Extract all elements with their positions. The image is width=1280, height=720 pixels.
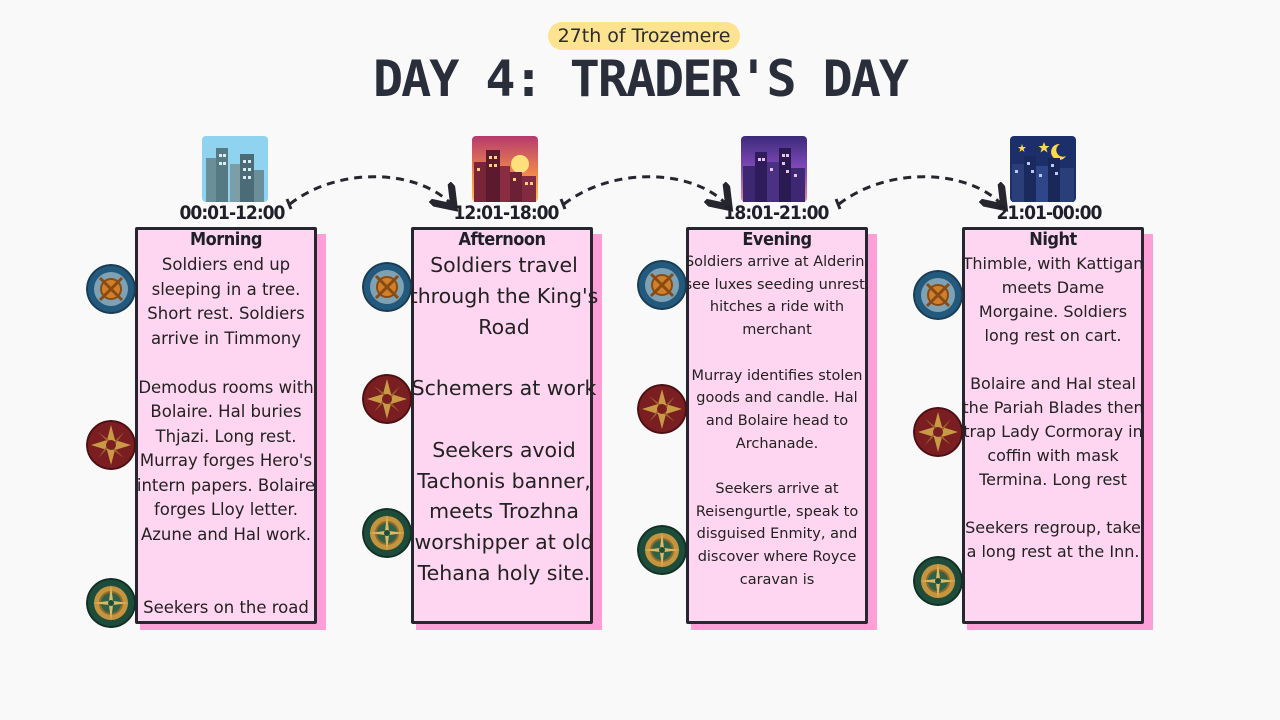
card-evening bbox=[686, 227, 868, 624]
card-text-night: Thimble, with Kattigan meets Dame Morgai… bbox=[962, 254, 1144, 561]
card-title-morning: Morning bbox=[190, 229, 262, 250]
sunset-city-icon bbox=[472, 136, 538, 202]
blue-shield-emblem-icon bbox=[913, 270, 963, 320]
card-text-morning: Soldiers end up sleeping in a tree. Shor… bbox=[136, 255, 316, 617]
card-morning bbox=[135, 227, 317, 624]
day-city-icon bbox=[202, 136, 268, 202]
card-afternoon bbox=[411, 227, 593, 624]
night-city-icon bbox=[1010, 136, 1076, 202]
card-text-afternoon: Soldiers travel through the King's Road … bbox=[409, 253, 599, 585]
green-compass-emblem-icon bbox=[913, 556, 963, 606]
red-sun-emblem-icon bbox=[637, 384, 687, 434]
green-compass-emblem-icon bbox=[637, 525, 687, 575]
blue-shield-emblem-icon bbox=[362, 262, 412, 312]
time-range-afternoon: 12:01-18:00 bbox=[453, 202, 560, 224]
time-range-evening: 18:01-21:00 bbox=[723, 202, 830, 224]
card-text-evening: Soldiers arrive at Alderin, see luxes se… bbox=[684, 254, 870, 588]
red-sun-emblem-icon bbox=[362, 374, 412, 424]
time-range-night: 21:01-00:00 bbox=[996, 202, 1103, 224]
time-range-morning: 00:01-12:00 bbox=[179, 202, 286, 224]
card-night bbox=[962, 227, 1144, 624]
card-title-night: Night bbox=[1029, 229, 1077, 250]
page-title: DAY 4: TRADER'S DAY bbox=[373, 50, 909, 108]
card-title-afternoon: Afternoon bbox=[458, 229, 546, 250]
red-sun-emblem-icon bbox=[913, 407, 963, 457]
green-compass-emblem-icon bbox=[362, 508, 412, 558]
blue-shield-emblem-icon bbox=[86, 264, 136, 314]
blue-shield-emblem-icon bbox=[637, 260, 687, 310]
dusk-city-icon bbox=[741, 136, 807, 202]
green-compass-emblem-icon bbox=[86, 578, 136, 628]
card-title-evening: Evening bbox=[742, 229, 812, 250]
date-badge: 27th of Trozemere bbox=[548, 22, 740, 50]
red-sun-emblem-icon bbox=[86, 420, 136, 470]
